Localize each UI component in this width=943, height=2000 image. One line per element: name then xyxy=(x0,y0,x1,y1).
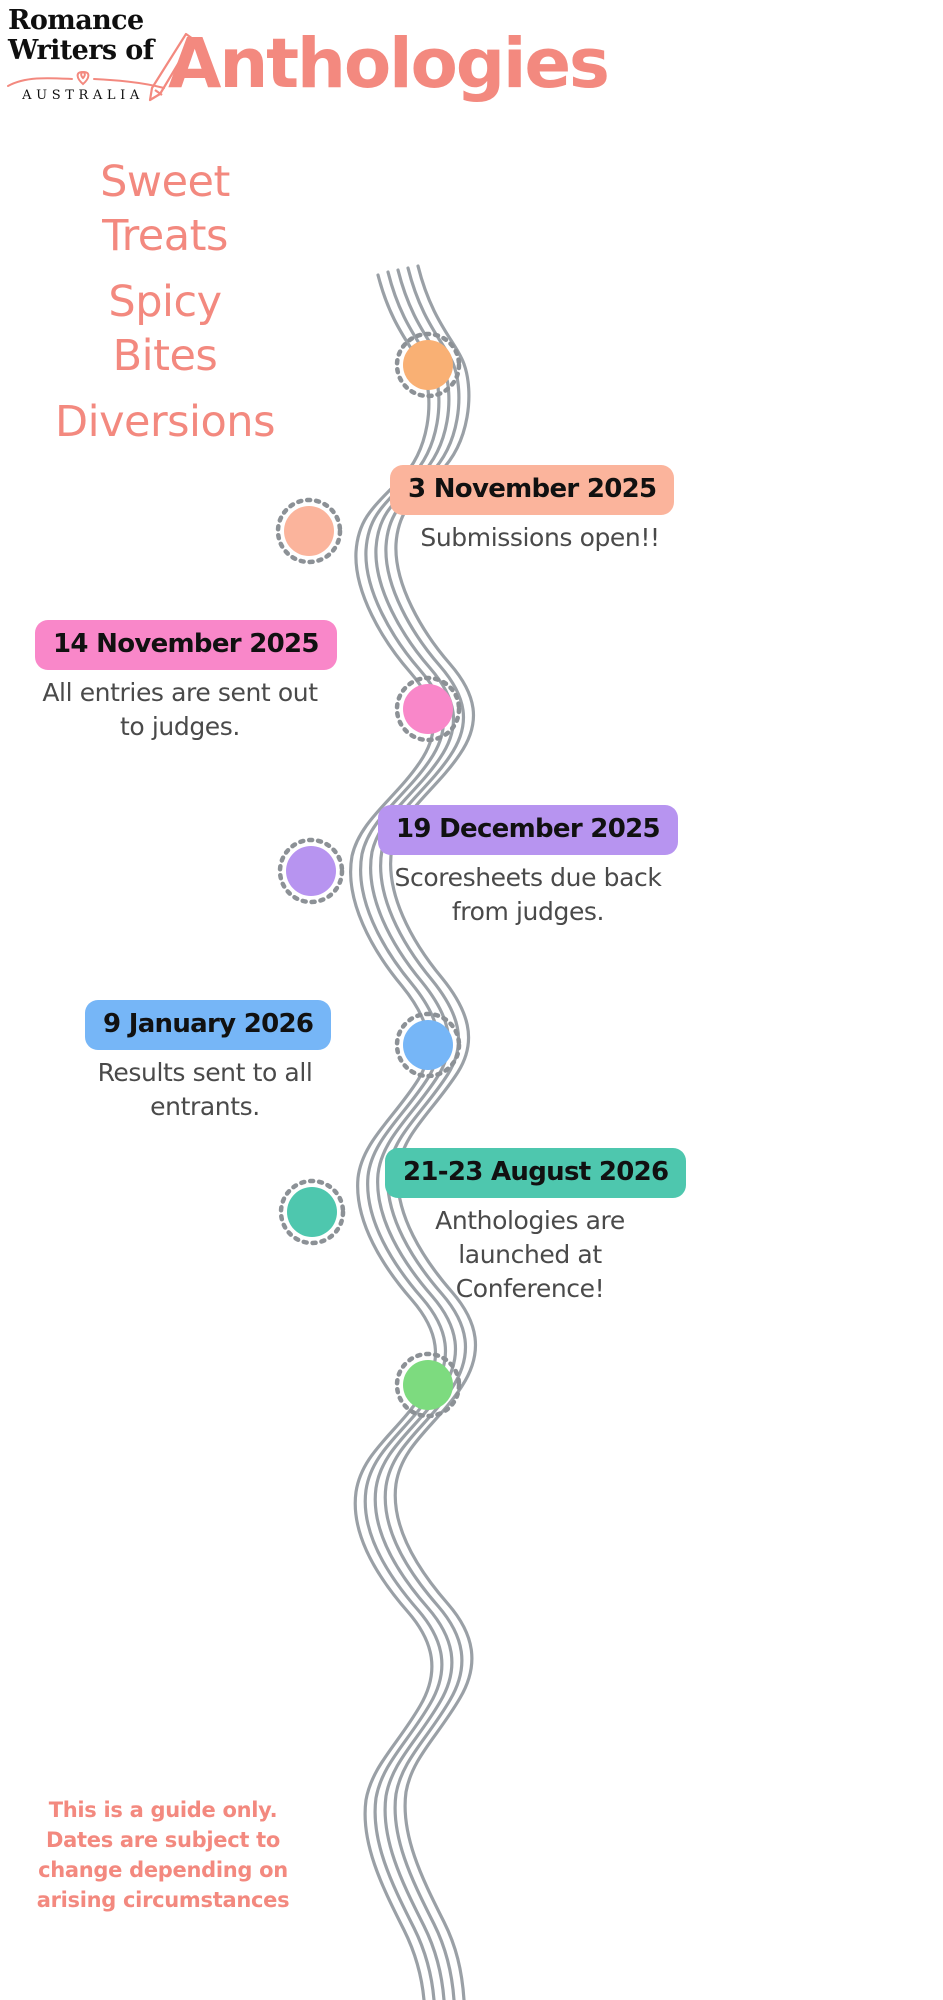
category-spicy-bites-line2: Bites xyxy=(112,331,218,381)
swoosh-underline-icon xyxy=(7,70,165,89)
dashed-ring-icon xyxy=(394,675,462,743)
milestone-14-november-2025: 14 November 2025 All entries are sent ou… xyxy=(35,620,337,744)
node-dot xyxy=(287,1187,337,1237)
node-dot xyxy=(403,684,453,734)
category-sweet-treats-line2: Treats xyxy=(102,211,228,261)
category-sweet-treats: Sweet Treats xyxy=(10,155,320,263)
dashed-ring-icon xyxy=(394,331,462,399)
footer-disclaimer: This is a guide only. Dates are subject … xyxy=(36,1798,290,1912)
milestone-date-badge: 3 November 2025 xyxy=(390,465,675,515)
header: Romance Writers of AUSTRALIA Anthologies xyxy=(0,0,943,130)
dashed-ring-icon xyxy=(394,1011,462,1079)
milestone-date-badge: 14 November 2025 xyxy=(35,620,337,670)
dashed-ring-icon xyxy=(278,1178,346,1246)
node-dot xyxy=(403,1360,453,1410)
category-sweet-treats-line1: Sweet xyxy=(100,157,230,207)
milestone-21-23-august-2026: 21-23 August 2026 Anthologies are launch… xyxy=(385,1148,687,1306)
logo-line-1: Romance xyxy=(8,5,144,36)
milestone-date-badge: 9 January 2026 xyxy=(85,1000,332,1050)
milestone-description: Submissions open!! xyxy=(420,523,660,552)
page-title: Anthologies xyxy=(168,24,610,104)
node-dot xyxy=(403,340,453,390)
timeline-node-blue[interactable] xyxy=(392,1009,464,1081)
node-dot xyxy=(286,846,336,896)
dashed-ring-icon xyxy=(394,1351,462,1419)
dashed-ring-icon xyxy=(277,837,345,905)
timeline-node-pink[interactable] xyxy=(392,673,464,745)
timeline-node-purple[interactable] xyxy=(275,835,347,907)
milestone-description: Results sent to all entrants. xyxy=(97,1058,313,1121)
pencil-icon xyxy=(148,32,195,102)
timeline-node-teal[interactable] xyxy=(276,1176,348,1248)
heart-icon xyxy=(76,70,90,86)
timeline-node-peach[interactable] xyxy=(273,495,345,567)
category-diversions-line1: Diversions xyxy=(55,397,275,447)
timeline-node-green[interactable] xyxy=(392,1349,464,1421)
milestone-description: Anthologies are launched at Conference! xyxy=(435,1206,625,1303)
category-spicy-bites-line1: Spicy xyxy=(108,277,222,327)
logo-line-3: AUSTRALIA xyxy=(22,88,144,103)
node-dot xyxy=(403,1020,453,1070)
category-spicy-bites: Spicy Bites xyxy=(10,275,320,383)
milestone-19-december-2025: 19 December 2025 Scoresheets due back fr… xyxy=(378,805,678,929)
milestone-description: All entries are sent out to judges. xyxy=(42,678,318,741)
timeline-node-orange[interactable] xyxy=(392,329,464,401)
milestone-date-badge: 19 December 2025 xyxy=(378,805,678,855)
category-diversions: Diversions xyxy=(10,395,320,449)
rwa-logo: Romance Writers of AUSTRALIA xyxy=(7,4,168,110)
dashed-ring-icon xyxy=(275,497,343,565)
node-dot xyxy=(284,506,334,556)
milestone-3-november-2025: 3 November 2025 Submissions open!! xyxy=(390,465,690,555)
milestone-9-january-2026: 9 January 2026 Results sent to all entra… xyxy=(85,1000,332,1124)
milestone-description: Scoresheets due back from judges. xyxy=(394,863,662,926)
milestone-date-badge: 21-23 August 2026 xyxy=(385,1148,687,1198)
logo-line-2: Writers of xyxy=(8,35,154,66)
